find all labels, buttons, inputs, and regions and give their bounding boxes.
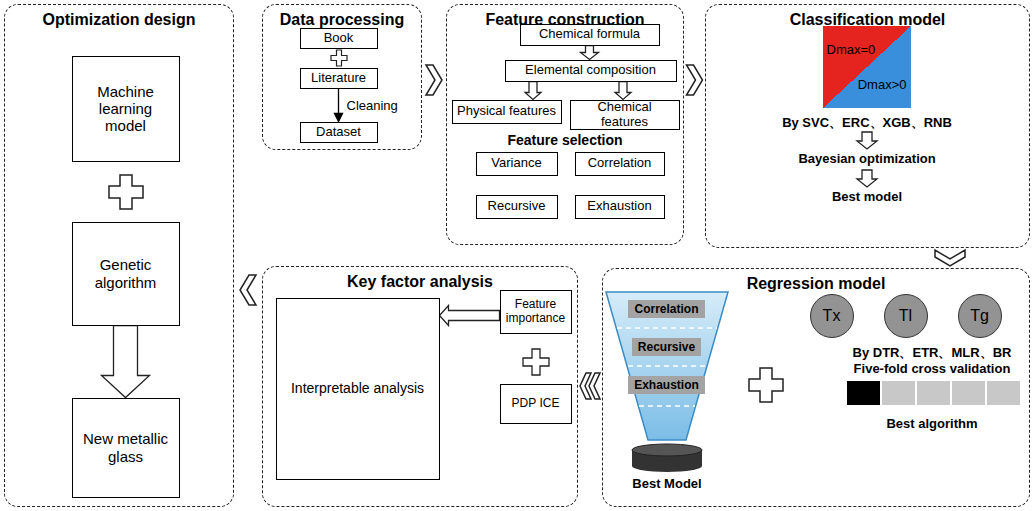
process-box: New metallic glass <box>72 398 180 498</box>
node-text: Chemical formula <box>539 27 640 42</box>
node-text: Interpretable analysis <box>291 380 424 396</box>
flow-chevron <box>426 65 442 95</box>
target-circle: Tx <box>810 294 854 338</box>
node-text: Genetic algorithm <box>77 256 175 291</box>
caption-label: Best Model <box>632 476 701 491</box>
node-text: Recursive <box>638 340 695 354</box>
block-arrow <box>102 326 150 398</box>
node-text: Machine learning model <box>77 83 175 135</box>
node-text: Variance <box>491 156 541 171</box>
process-box: Variance <box>476 152 558 176</box>
node-text: Correlation <box>634 302 698 316</box>
process-box: Interpretable analysis <box>276 298 440 480</box>
flow-chevron <box>687 65 703 95</box>
caption-label: By SVC、ERC、XGB、RNB <box>782 114 952 132</box>
funnel-stage: Recursive <box>632 338 701 356</box>
plus-symbol <box>109 175 143 209</box>
process-box: Correlation <box>575 152 665 176</box>
dashed-panel: Optimization designMachine learning mode… <box>4 4 234 507</box>
dashed-panel: Feature constructionChemical formulaElem… <box>446 4 684 245</box>
process-box: Elemental composition <box>505 60 677 82</box>
process-box: Literature <box>300 68 378 89</box>
dashed-panel: Regression modelCorrelationRecursiveExha… <box>602 268 1030 507</box>
plus-symbol <box>523 349 549 375</box>
plus-symbol <box>749 368 783 402</box>
process-box: Dataset <box>300 122 378 143</box>
caption-label: Best model <box>832 189 902 204</box>
node-text: Exhaustion <box>634 378 699 392</box>
node-text: PDP ICE <box>512 397 560 411</box>
block-arrow <box>615 82 631 100</box>
result-cylinder <box>632 444 702 472</box>
flow-chevron <box>580 373 600 399</box>
node-text: Tx <box>823 307 841 325</box>
node-text: Chemical features <box>575 100 675 130</box>
block-arrow <box>581 46 599 60</box>
block-arrow <box>525 82 541 100</box>
process-box: PDP ICE <box>500 384 572 424</box>
caption-label: By DTR、ETR、MLR、BR <box>853 344 1012 362</box>
node-text: Dmax>0 <box>858 77 907 92</box>
node-text: Elemental composition <box>525 63 656 78</box>
process-box: Genetic algorithm <box>72 222 180 326</box>
caption-label: Five-fold cross validation <box>854 361 1011 376</box>
caption-label: Feature selection <box>507 132 622 148</box>
caption-label: Best algorithm <box>886 416 977 431</box>
process-box: Recursive <box>476 195 558 219</box>
class-square: Dmax=0Dmax>0 <box>823 26 911 108</box>
plus-symbol <box>331 50 347 66</box>
edge-label: Cleaning <box>345 98 400 113</box>
node-text: Tg <box>970 307 989 325</box>
node-text: Correlation <box>588 156 652 171</box>
funnel-stage: Exhaustion <box>628 376 705 394</box>
block-arrow <box>440 306 500 326</box>
flow-chevron <box>240 275 256 305</box>
process-box: Book <box>300 28 378 49</box>
target-circle: Tl <box>884 294 928 338</box>
panel-title: Data processing <box>263 11 421 29</box>
target-circle: Tg <box>958 294 1002 338</box>
panel-title: Key factor analysis <box>263 273 577 291</box>
block-arrow <box>857 132 877 149</box>
dashed-panel: Data processingBookLiteratureDataset <box>262 4 422 150</box>
node-text: Recursive <box>488 199 546 214</box>
node-text: Exhaustion <box>587 199 651 214</box>
node-text: Literature <box>311 71 366 86</box>
node-text: Tl <box>899 307 912 325</box>
process-box: Chemical features <box>570 100 680 130</box>
arrow-line <box>335 89 343 122</box>
funnel-stage: Correlation <box>628 300 704 318</box>
panel-title: Optimization design <box>5 11 233 29</box>
node-text: New metallic glass <box>77 430 175 465</box>
node-text: Dmax=0 <box>827 42 876 57</box>
dashed-panel: Key factor analysisInterpretable analysi… <box>262 266 578 507</box>
node-text: Dataset <box>316 125 361 140</box>
node-text: Book <box>324 31 354 46</box>
process-box: Feature importance <box>500 290 572 334</box>
node-text: Feature importance <box>505 298 567 326</box>
block-arrow <box>857 170 877 187</box>
process-box: Physical features <box>452 100 562 124</box>
funnel <box>606 292 728 440</box>
flow-chevron <box>935 250 965 266</box>
fold-bar <box>846 380 1021 406</box>
caption-label: Bayesian optimization <box>798 151 935 166</box>
panel-title: Regression model <box>603 275 1029 293</box>
process-box: Exhaustion <box>575 195 665 219</box>
node-text: Physical features <box>457 104 556 119</box>
process-box: Chemical formula <box>520 24 660 46</box>
funnel-dash <box>617 328 717 406</box>
process-box: Machine learning model <box>72 56 180 162</box>
